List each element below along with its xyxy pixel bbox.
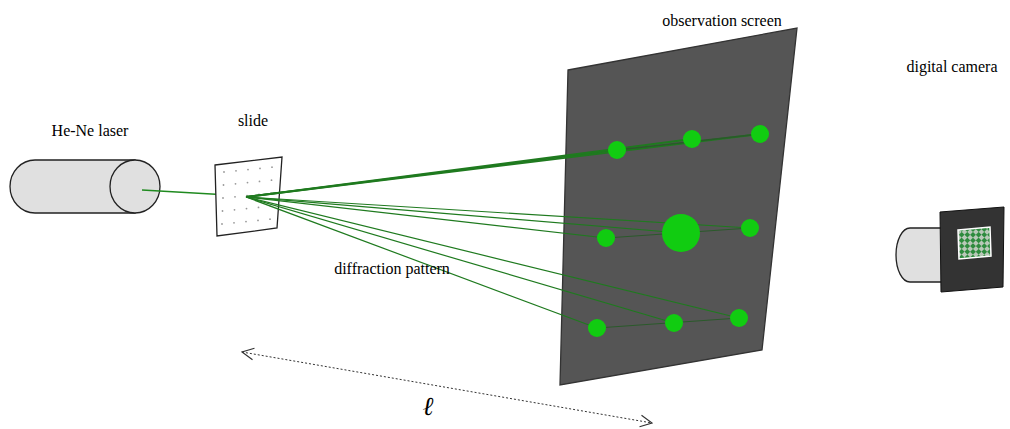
beam-label: diffraction pattern [334, 260, 450, 278]
diffraction-spots [588, 125, 769, 337]
slide-texture [221, 166, 273, 225]
distance-arrow [242, 352, 652, 423]
device-label: digital camera [906, 58, 997, 76]
device-label: slide [238, 112, 268, 130]
observation-screen [560, 28, 797, 385]
laser-body [10, 160, 160, 213]
digital-camera [896, 207, 1004, 292]
device-label: observation screen [662, 12, 782, 30]
distance-label: ℓ [423, 392, 434, 422]
diffracted-beams [246, 134, 760, 328]
device-label: He-Ne laser [52, 122, 129, 140]
